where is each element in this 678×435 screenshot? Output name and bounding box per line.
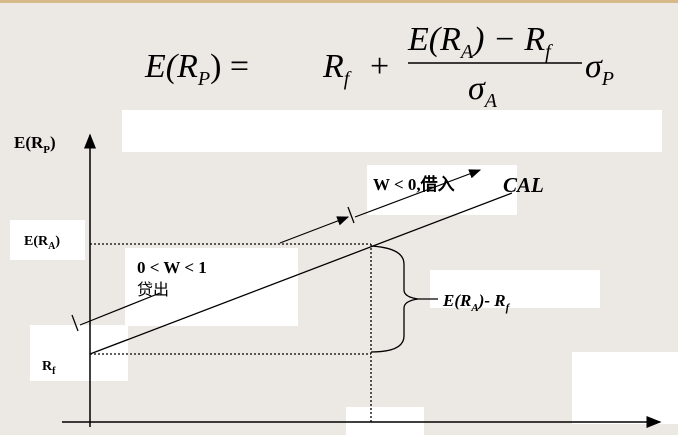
risk-premium-label: E(RA)- Rf — [442, 291, 511, 314]
borrow-arrow — [354, 169, 482, 218]
borrow-label: W < 0,借入 — [373, 174, 455, 194]
lend-arrow-line — [79, 292, 161, 326]
cal-formula: E(RP) = Rf + E(RA) − Rf σA σP — [144, 21, 614, 112]
blank-box-right — [572, 352, 678, 424]
rf-tick — [71, 314, 79, 332]
formula-lhs: E(RP) = — [144, 48, 249, 90]
risk-premium-brace — [370, 245, 419, 353]
cal-line — [89, 192, 513, 355]
formula-sigma-p: σP — [585, 48, 614, 90]
formula-numerator: E(RA) − Rf — [407, 21, 553, 63]
lend-label-text: 贷出 — [137, 280, 169, 299]
era-label-box — [10, 220, 85, 260]
lend-label-box — [125, 248, 298, 326]
rf-label: Rf — [42, 359, 56, 377]
lend-arrow — [279, 216, 350, 244]
lend-label-weight: 0 < W < 1 — [137, 258, 207, 277]
formula-rf: Rf — [322, 48, 352, 90]
cal-label: CAL — [503, 173, 544, 197]
blank-box-top — [122, 110, 662, 152]
risk-premium-box — [430, 270, 600, 308]
rf-label-box — [30, 325, 128, 381]
borrow-label-box — [367, 165, 517, 215]
risky-portfolio-tick — [347, 206, 355, 224]
formula-plus: + — [370, 48, 389, 85]
blank-box-bottom — [346, 407, 424, 435]
era-label: E(RA) — [24, 234, 60, 252]
formula-denominator: σA — [468, 70, 498, 112]
top-border — [0, 0, 678, 3]
y-axis-label: E(RP) — [14, 133, 56, 156]
